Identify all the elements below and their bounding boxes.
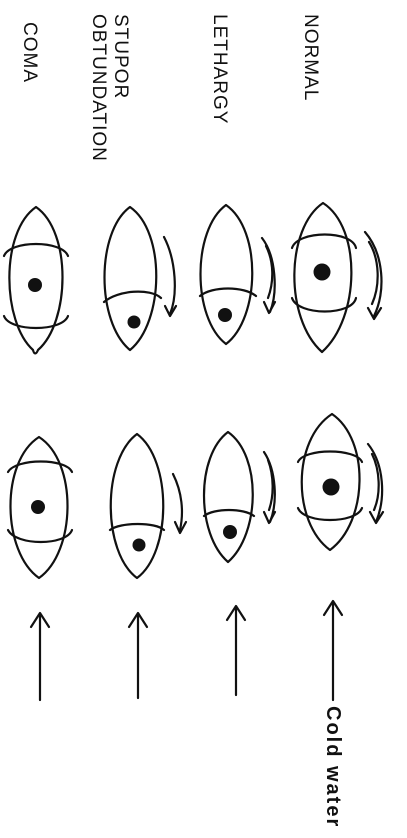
eye-lethargy-bottom — [204, 432, 275, 562]
label-obtundation: OBTUNDATION — [88, 14, 109, 162]
eye-stupor-bottom — [110, 434, 186, 578]
eye-coma-top — [4, 207, 68, 353]
arrow-cold-water — [324, 601, 342, 700]
eye-normal-bottom — [298, 414, 383, 550]
arrow-coma — [31, 613, 49, 700]
label-coma: COMA — [19, 22, 40, 83]
label-normal: NORMAL — [300, 14, 321, 101]
label-stupor: STUPOR — [110, 14, 131, 99]
eye-lethargy-top — [200, 205, 275, 344]
label-lethargy: LETHARGY — [209, 14, 230, 124]
arrow-stupor — [129, 613, 147, 698]
eye-coma-bottom — [8, 437, 72, 578]
arrow-lethargy — [227, 606, 245, 695]
label-cold-water: Cold water — [322, 706, 344, 828]
eye-normal-top — [292, 203, 381, 352]
eye-stupor-top — [104, 207, 176, 350]
